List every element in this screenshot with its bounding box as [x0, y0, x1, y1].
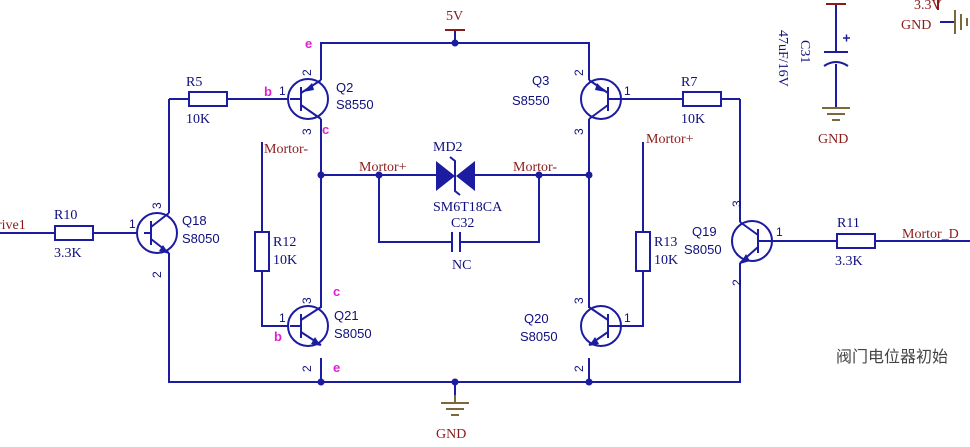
- r11-ref: R11: [837, 216, 860, 231]
- resistor-r10: [54, 225, 94, 241]
- gnd-symbol-c31: [822, 107, 850, 121]
- pin-q3-2: 2: [572, 69, 586, 76]
- transistor-q2: [287, 78, 329, 120]
- net-label-motor-d: Mortor_D: [902, 227, 959, 242]
- net-label-5v: 5V: [446, 9, 463, 24]
- pin-q18-1: 1: [129, 217, 136, 231]
- resistor-r7: [682, 91, 722, 107]
- resistor-r12: [254, 231, 270, 272]
- net-label-motor-minus-q2: Mortor-: [264, 142, 308, 157]
- marker-c-q21: c: [333, 284, 340, 299]
- wires: [0, 4, 970, 395]
- pin-q20-1: 1: [624, 311, 631, 325]
- q3-part: S8550: [512, 93, 550, 108]
- gnd-symbol-main: [441, 395, 469, 416]
- q19-ref: Q19: [692, 224, 717, 239]
- pin-q18-3: 3: [150, 202, 164, 209]
- md2-ref: MD2: [433, 140, 463, 155]
- marker-b-q21: b: [274, 329, 282, 344]
- pin-q21-3: 3: [300, 297, 314, 304]
- marker-c-q2: c: [322, 122, 329, 137]
- transistor-q3: [580, 78, 622, 120]
- r7-ref: R7: [681, 75, 697, 90]
- transistor-q19: [731, 220, 773, 264]
- net-label-gnd: GND: [436, 427, 466, 442]
- net-label-motor-plus-q3: Mortor+: [646, 132, 694, 147]
- net-label-motor-plus-left: Mortor+: [359, 160, 407, 175]
- r5-ref: R5: [186, 75, 202, 90]
- junction-dots: [317, 39, 593, 386]
- net-label-gnd-c31: GND: [818, 132, 848, 147]
- q2-part: S8550: [336, 97, 374, 112]
- pin-q2-2: 2: [300, 69, 314, 76]
- pin-q21-2: 2: [300, 365, 314, 372]
- pin-q2-3: 3: [300, 128, 314, 135]
- r5-value: 10K: [186, 112, 210, 127]
- q21-part: S8050: [334, 326, 372, 341]
- r10-value: 3.3K: [54, 246, 82, 261]
- marker-e-q21: e: [333, 360, 340, 375]
- note-text: 阀门电位器初始: [836, 347, 948, 366]
- q19-part: S8050: [684, 242, 722, 257]
- q18-ref: Q18: [182, 213, 207, 228]
- pin-q21-1: 1: [279, 311, 286, 325]
- pin-q3-3: 3: [572, 128, 586, 135]
- c32-ref: C32: [451, 216, 474, 231]
- r10-ref: R10: [54, 208, 77, 223]
- transistor-q20: [580, 305, 622, 347]
- pin-q20-3: 3: [572, 297, 586, 304]
- transistor-q18: [136, 212, 178, 254]
- pin-q19-2: 2: [730, 279, 744, 286]
- r12-ref: R12: [273, 235, 296, 250]
- q18-part: S8050: [182, 231, 220, 246]
- net-label-gnd-top: GND: [901, 18, 931, 33]
- pin-q3-1: 1: [624, 84, 631, 98]
- marker-e-q2: e: [305, 36, 312, 51]
- resistor-r11: [836, 233, 876, 249]
- c31-value: 47uF/16V: [775, 30, 790, 87]
- capacitor-c31: [823, 3, 850, 67]
- pin-q2-1: 1: [279, 84, 286, 98]
- q2-ref: Q2: [336, 80, 353, 95]
- pin-q19-1: 1: [776, 225, 783, 239]
- net-label-motor-minus-right: Mortor-: [513, 160, 557, 175]
- net-label-drive1: rive1: [0, 218, 26, 233]
- c31-ref: C31: [797, 40, 812, 63]
- md2-part: SM6T18CA: [433, 200, 503, 215]
- tvs-diode-md2: [436, 156, 475, 196]
- r7-value: 10K: [681, 112, 705, 127]
- r13-value: 10K: [654, 253, 678, 268]
- q20-part: S8050: [520, 329, 558, 344]
- gnd-symbol-top-right: [937, 0, 968, 34]
- r13-ref: R13: [654, 235, 677, 250]
- transistor-q21: [287, 305, 329, 347]
- c32-value: NC: [452, 258, 471, 273]
- capacitor-c32: [451, 232, 461, 252]
- q3-ref: Q3: [532, 73, 549, 88]
- resistor-r5: [188, 91, 228, 107]
- pin-q19-3: 3: [730, 200, 744, 207]
- pin-q18-2: 2: [150, 271, 164, 278]
- pin-q20-2: 2: [572, 365, 586, 372]
- r11-value: 3.3K: [835, 254, 863, 269]
- r12-value: 10K: [273, 253, 297, 268]
- q20-ref: Q20: [524, 311, 549, 326]
- net-label-3v3: 3.3V: [914, 0, 942, 13]
- marker-b-q2: b: [264, 84, 272, 99]
- q21-ref: Q21: [334, 308, 359, 323]
- resistor-r13: [635, 231, 651, 272]
